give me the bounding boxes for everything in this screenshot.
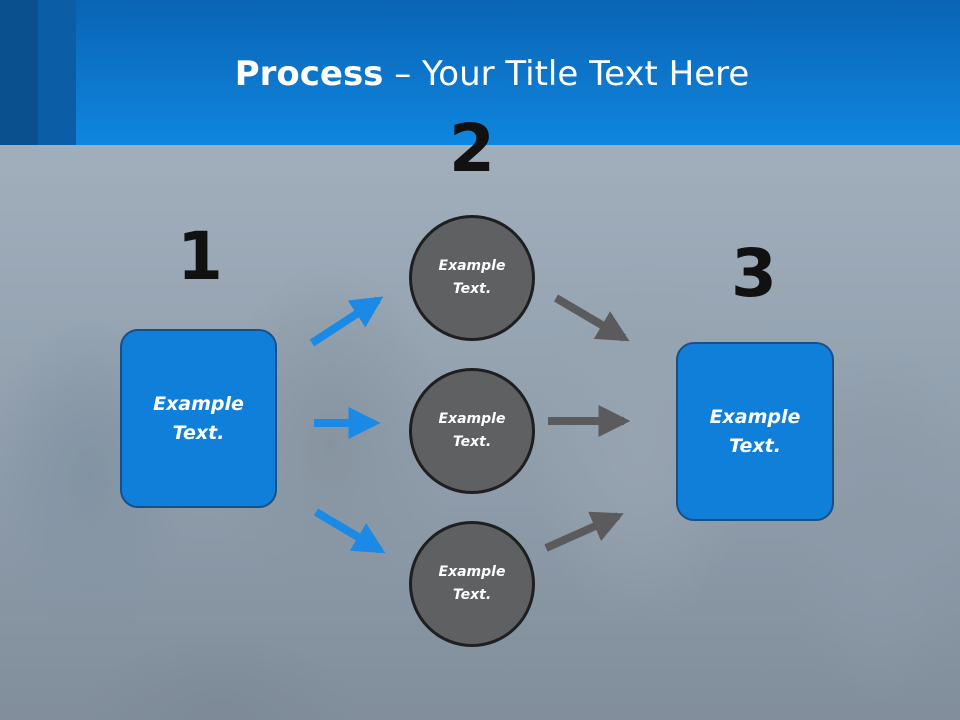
title-rest: – Your Title Text Here [383, 54, 750, 94]
step-2-circle-bottom: Example Text. [409, 521, 535, 647]
slide-title: Process – Your Title Text Here [0, 54, 960, 94]
step-2-circle-middle-text: Example Text. [438, 411, 506, 450]
arrow-2-bottom-to-3 [544, 511, 624, 552]
step-number-2: 2 [449, 110, 495, 187]
header-band: Process – Your Title Text Here [0, 0, 960, 145]
step-2-circle-middle: Example Text. [409, 368, 535, 494]
arrow-1-to-2-bottom [313, 508, 386, 554]
step-2-circle-bottom-text: Example Text. [438, 564, 506, 603]
header-accent-bar [38, 0, 76, 145]
step-1-box: Example Text. [120, 329, 277, 508]
step-2-circle-top-text: Example Text. [438, 258, 506, 297]
step-number-1: 1 [177, 218, 223, 295]
title-bold: Process [234, 54, 384, 94]
step-3-box: Example Text. [676, 342, 834, 521]
step-2-circle-top: Example Text. [409, 215, 535, 341]
header-accent-bar [0, 0, 38, 145]
arrow-2-top-to-3 [553, 294, 630, 342]
step-3-text: Example Text. [709, 405, 801, 457]
step-1-text: Example Text. [153, 392, 244, 444]
arrow-1-to-2-top [309, 296, 384, 347]
step-number-3: 3 [731, 235, 777, 312]
